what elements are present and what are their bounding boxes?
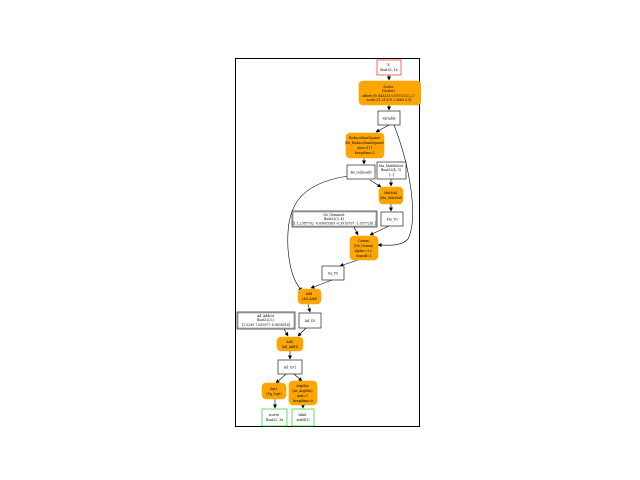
node-scaler-line-2: offset=[0.843333 0.0573333 2.7: [362, 94, 414, 98]
svg-text:scores float32, 3x: scores float32, 3x: [266, 413, 283, 422]
node-re-reduced0: Re_reduced0: [346, 164, 376, 180]
node-ad-c01-line-0: Ad_C01: [283, 366, 296, 370]
node-scores-line-1: float32, 3x: [266, 418, 283, 422]
svg-text:Ad_C0: Ad_C0: [304, 319, 315, 323]
node-variable: variable: [377, 110, 401, 126]
svg-text:Ad_Addcst float32(3,): Ad_Addcst float32(3,) [1.5299 7.635977 6…: [242, 314, 290, 327]
svg-text:Add (Ad_Add1): Add (Ad_Add1): [282, 340, 299, 349]
node-argmin-line-0: ArgMin: [295, 384, 308, 388]
node-argmin-line-1: (Ar_ArgMin): [292, 389, 312, 393]
node-argmin-line-3: keepdims=0: [293, 399, 313, 403]
node-mu-matmulcst: Mu_MatMulcst float32(4, 3) [...]: [376, 161, 407, 180]
svg-text:Ge_Y0: Ge_Y0: [328, 272, 338, 276]
graph-canvas: X float32, 1x Scaler (Scaler) offset=[0.…: [236, 59, 421, 427]
svg-text:Sqrt (Sq_Sqrt): Sqrt (Sq_Sqrt): [266, 387, 281, 396]
node-matmul-line-1: (Mu_MatMul): [380, 196, 402, 200]
node-argmin: ArgMin (Ar_ArgMin) axis=1 keepdims=0: [288, 380, 318, 406]
svg-text:Re_reduced0: Re_reduced0: [350, 171, 371, 175]
node-scores: scores float32, 3x: [261, 408, 288, 427]
node-ge-gemmcst: Ge_Gemmcst float32(3, 4) [[-1.2387702 -0…: [291, 210, 378, 228]
node-sqrt-line-0: Sqrt: [270, 387, 278, 391]
node-add2-line-1: (Ad_Add1): [282, 345, 299, 349]
node-x-line-1: float32, 1x: [380, 68, 397, 72]
node-gemm-line-2: alpha=-2.0: [355, 249, 373, 253]
edge-adc01-sqrt: [275, 373, 287, 384]
edge-gegemmcst-gemm: [353, 226, 359, 236]
node-scaler: Scaler (Scaler) offset=[0.843333 0.05733…: [358, 80, 421, 106]
node-x: X float32, 1x: [376, 59, 402, 76]
node-variable-line-0: variable: [381, 117, 395, 121]
node-x-line-0: X: [387, 63, 390, 67]
node-ad-c01: Ad_C01: [277, 359, 303, 375]
node-ad-addcst: Ad_Addcst float32(3,) [1.5299 7.635977 6…: [236, 311, 296, 330]
svg-text:X float32, 1x: X float32, 1x: [380, 63, 397, 72]
svg-text:Gemm (Ge_Gemm): Gemm (Ge_Gemm) alpha=-2.0 transB=1: [354, 239, 374, 258]
node-mu-matmulcst-line-0: Mu_MatMulcst: [379, 164, 404, 168]
node-scaler-line-3: scale=[1.21079 2.3063 0.5]: [367, 98, 412, 102]
node-ad-addcst-line-2: [1.5299 7.635977 6.9834916]: [242, 323, 290, 327]
svg-text:Scaler (Scaler): Scaler (Scaler) offset=[0.843333 0.05733…: [362, 85, 415, 102]
svg-text:variable: variable: [381, 117, 395, 121]
node-sqrt: Sqrt (Sq_Sqrt): [261, 382, 287, 400]
node-sqrt-line-1: (Sq_Sqrt): [266, 392, 281, 396]
svg-text:Ad_C01: Ad_C01: [283, 366, 296, 370]
node-reducesum-line-2: axes=[1]: [357, 146, 371, 150]
node-label-line-1: int64(1): [297, 418, 310, 422]
node-add1: Add (Ad_Add): [297, 288, 322, 305]
node-ad-addcst-line-0: Ad_Addcst: [256, 314, 275, 318]
node-gemm: Gemm (Ge_Gemm) alpha=-2.0 transB=1: [349, 235, 379, 261]
node-label: label int64(1): [291, 408, 315, 427]
node-scaler-line-0: Scaler: [383, 85, 394, 89]
node-mu-matmulcst-line-1: float32(4, 3): [381, 168, 401, 172]
node-ad-c0: Ad_C0: [298, 312, 322, 329]
edge-adaddcst-add2: [283, 328, 289, 337]
node-matmul-line-0: MatMul: [384, 191, 397, 195]
node-gemm-line-0: Gemm: [358, 239, 368, 243]
edge-adc01-argmin: [293, 373, 303, 382]
edge-variable-gemm: [377, 124, 413, 248]
svg-text:Mu_Y0: Mu_Y0: [386, 218, 397, 222]
node-mu-y0-line-0: Mu_Y0: [386, 218, 397, 222]
node-reducesum-line-1: (Re_ReduceSumSquare): [345, 141, 384, 145]
graph-frame: X float32, 1x Scaler (Scaler) offset=[0.…: [235, 58, 421, 427]
node-argmin-line-2: axis=1: [297, 394, 308, 398]
svg-text:ReduceSumSquare (Re_Re: ReduceSumSquare (Re_ReduceSumSquare) axe…: [345, 136, 385, 155]
node-add2-line-0: Add: [285, 340, 292, 344]
svg-text:Ge_Gemmcst float32(3,: Ge_Gemmcst float32(3, 4) [[-1.2387702 -0…: [293, 213, 376, 226]
node-matmul: MatMul (Mu_MatMul): [378, 186, 404, 205]
node-ge-y0: Ge_Y0: [321, 265, 345, 281]
node-scores-line-0: scores: [269, 413, 280, 417]
node-mu-matmulcst-line-2: [...]: [389, 173, 395, 177]
node-scaler-line-1: (Scaler): [382, 89, 395, 93]
svg-text:label int64(1): label int64(1): [297, 413, 310, 422]
node-ge-gemmcst-line-2: [[-1.2387702 -0.09005569 -0.9916797 -1.0…: [293, 222, 376, 226]
node-add2: Add (Ad_Add1): [276, 336, 304, 352]
node-gemm-line-1: (Ge_Gemm): [354, 244, 373, 248]
node-add1-line-1: (Ad_Add): [302, 297, 317, 301]
edge-gey0-add1: [310, 279, 333, 289]
node-reducesum-line-3: keepdims=1: [355, 151, 375, 155]
node-label-line-0: label: [299, 413, 307, 417]
svg-text:MatMul (Mu_MatMul): MatMul (Mu_MatMul): [380, 191, 402, 200]
edge-re0-matmul: [369, 179, 382, 188]
node-gemm-line-3: transB=1: [356, 254, 371, 258]
node-mu-y0: Mu_Y0: [380, 211, 404, 227]
node-ge-gemmcst-line-1: float32(3, 4): [324, 217, 344, 221]
edge-adc0-add2: [297, 327, 307, 337]
edge-variable-reducesum: [375, 124, 390, 133]
node-reducesum: ReduceSumSquare (Re_ReduceSumSquare) axe…: [345, 132, 385, 159]
edge-re0-add1: [287, 175, 349, 292]
node-ad-addcst-line-1: float32(3,): [257, 318, 274, 322]
node-re-reduced0-line-0: Re_reduced0: [350, 171, 371, 175]
node-ad-c0-line-0: Ad_C0: [304, 319, 315, 323]
node-ge-gemmcst-line-0: Ge_Gemmcst: [323, 213, 345, 217]
svg-text:Add (Ad_Add): Add (Ad_Add): [302, 292, 317, 301]
edge-muy0-gemm: [369, 225, 390, 236]
svg-text:Mu_MatMulcst float32(4: Mu_MatMulcst float32(4, 3) [...]: [379, 164, 404, 177]
node-reducesum-line-0: ReduceSumSquare: [349, 136, 380, 140]
node-add1-line-0: Add: [305, 292, 312, 296]
svg-text:ArgMin (Ar_ArgMin): ArgMin (Ar_ArgMin) axis=1 keepdims=0: [292, 384, 313, 403]
node-ge-y0-line-0: Ge_Y0: [328, 272, 338, 276]
edge-add1-adc0: [307, 303, 312, 313]
